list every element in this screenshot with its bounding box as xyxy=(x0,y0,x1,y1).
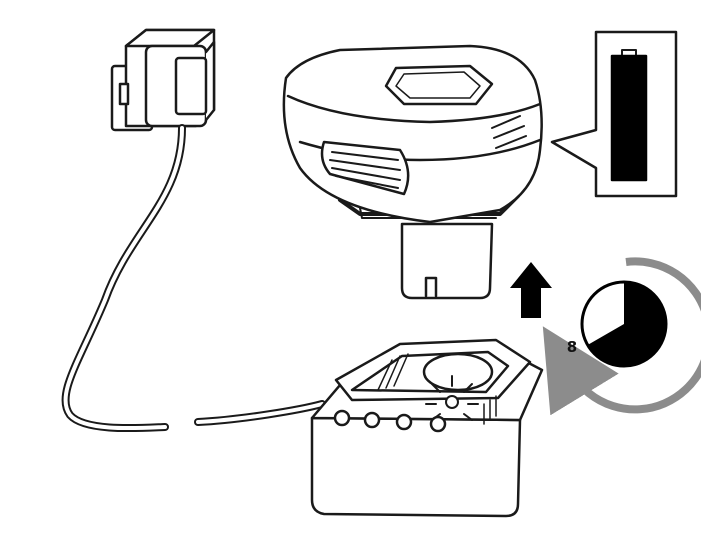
battery-level-icon xyxy=(552,32,676,196)
power-cable xyxy=(65,128,322,428)
clock-hours-label: 8 xyxy=(567,338,577,356)
wall-plug-adapter-icon xyxy=(112,30,214,130)
clock-icon xyxy=(572,261,701,409)
charger-base-icon xyxy=(312,340,542,516)
battery-pack-icon xyxy=(284,46,542,298)
up-arrow-icon xyxy=(510,262,552,318)
